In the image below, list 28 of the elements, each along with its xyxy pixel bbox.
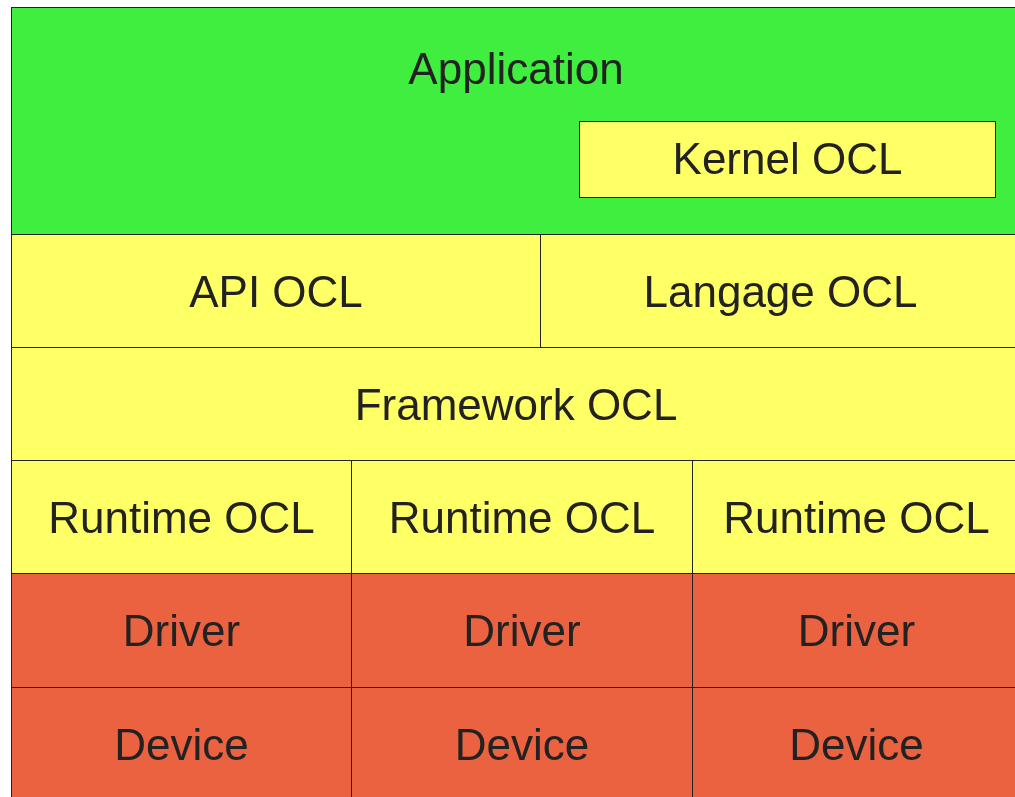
layer-label: Device xyxy=(113,720,250,770)
layer-label: Driver xyxy=(796,606,917,656)
layer-label: Kernel OCL xyxy=(671,134,904,184)
layer-label: Runtime OCL xyxy=(47,493,316,543)
layer-box xyxy=(351,573,693,688)
layer-label: Runtime OCL xyxy=(722,493,991,543)
layer-label: Runtime OCL xyxy=(387,493,657,543)
layer-box xyxy=(692,687,1015,797)
layer-box xyxy=(11,460,352,574)
layer-box xyxy=(351,460,693,574)
layer-box xyxy=(351,687,693,797)
layer-box xyxy=(540,234,1015,348)
layer-label: Framework OCL xyxy=(353,380,679,430)
layer-box xyxy=(11,234,541,348)
layer-box xyxy=(692,460,1015,574)
layer-label: Langage OCL xyxy=(642,267,919,317)
layer-label: Driver xyxy=(121,606,242,656)
layer-box xyxy=(11,573,352,688)
layer-box xyxy=(579,121,996,198)
layer-box xyxy=(11,347,1015,461)
layer-label: Driver xyxy=(462,606,582,656)
layer-label: Device xyxy=(788,720,925,770)
layer-box xyxy=(11,7,1015,235)
layer-label: Device xyxy=(453,720,591,770)
layer-label: API OCL xyxy=(188,267,364,317)
layer-box xyxy=(692,573,1015,688)
layer-box xyxy=(11,687,352,797)
layer-label: Application xyxy=(407,44,625,94)
